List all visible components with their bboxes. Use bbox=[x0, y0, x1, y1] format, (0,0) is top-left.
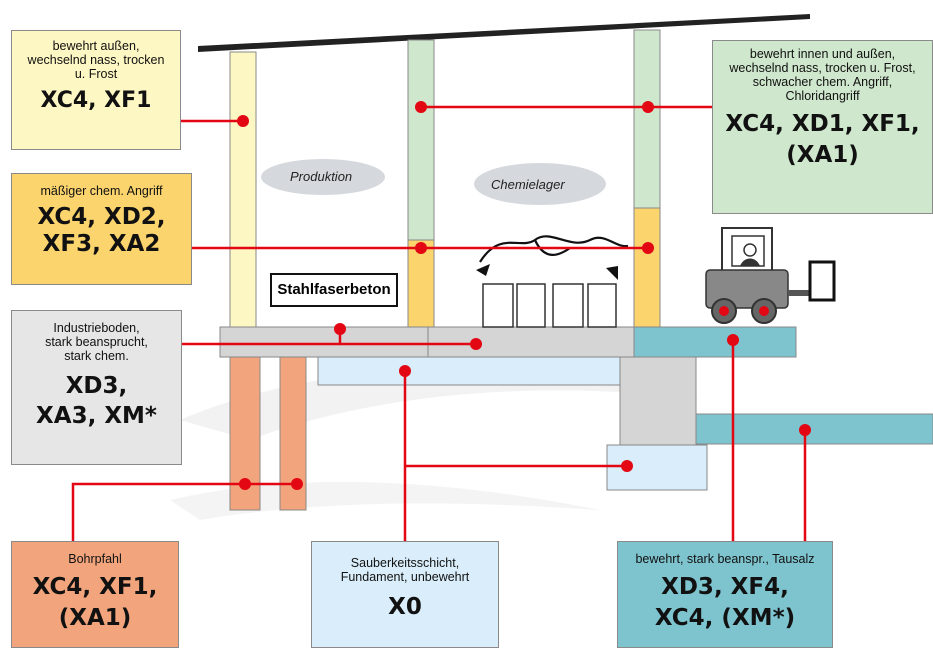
column-right-upper bbox=[633, 29, 661, 209]
forklift-icon bbox=[705, 227, 836, 324]
roof bbox=[198, 14, 810, 52]
box-description: bewehrt, stark beanspr., Tausalz bbox=[635, 552, 815, 566]
column-right-lower bbox=[633, 207, 661, 328]
outdoor-pavement bbox=[695, 413, 933, 445]
column-left bbox=[229, 51, 257, 328]
box-tausalz: bewehrt, stark beanspr., Tausalz XD3, XF… bbox=[617, 541, 833, 648]
box-description: Bohrpfahl bbox=[68, 552, 122, 566]
fume-squiggle bbox=[533, 239, 571, 256]
produktion-label: Produktion bbox=[290, 169, 353, 184]
exposure-classes: XC4, XF1, (XA1) bbox=[32, 574, 158, 631]
barrel bbox=[482, 283, 514, 328]
box-bewehrt-innen-aussen: bewehrt innen und außen, wechselnd nass,… bbox=[712, 40, 933, 214]
box-description: bewehrt innen und außen, wechselnd nass,… bbox=[729, 47, 916, 103]
box-chem-angriff: mäßiger chem. Angriff XC4, XD2, XF3, XA2 bbox=[11, 173, 192, 285]
fume-squiggle bbox=[479, 235, 629, 263]
exposure-classes: XD3, XA3, XM* bbox=[36, 373, 157, 429]
exposure-classes: XC4, XD2, XF3, XA2 bbox=[37, 204, 166, 257]
chemielager-zone bbox=[474, 163, 606, 205]
arrow-head-icon bbox=[476, 264, 490, 276]
produktion-zone bbox=[261, 159, 385, 195]
connector-lines bbox=[71, 105, 807, 541]
stahlfaserbeton-label: Stahlfaserbeton bbox=[270, 273, 398, 307]
outdoor-slab bbox=[633, 326, 797, 358]
exposure-classes: XD3, XF4, XC4, (XM*) bbox=[654, 574, 796, 631]
floor-slab-left bbox=[219, 326, 429, 358]
connector-dots bbox=[237, 101, 811, 490]
box-description: Sauberkeitsschicht, Fundament, unbewehrt bbox=[340, 556, 470, 584]
barrel bbox=[552, 283, 584, 328]
column-middle-upper bbox=[407, 39, 435, 241]
arrow-head-icon bbox=[606, 266, 618, 280]
exposure-classes: XC4, XF1 bbox=[40, 88, 152, 113]
barrel bbox=[516, 283, 546, 328]
exposure-classes: X0 bbox=[388, 594, 422, 620]
box-bewehrt-aussen: bewehrt außen, wechselnd nass, trocken u… bbox=[11, 30, 181, 150]
chemielager-label: Chemielager bbox=[491, 177, 565, 192]
column-middle-lower bbox=[407, 239, 435, 328]
box-description: Industrieboden, stark beansprucht, stark… bbox=[45, 321, 148, 363]
floor-slab-middle bbox=[427, 326, 635, 358]
barrel bbox=[587, 283, 617, 328]
background-swirl bbox=[180, 367, 700, 440]
exposure-classes: XC4, XD1, XF1, (XA1) bbox=[725, 111, 920, 168]
box-description: mäßiger chem. Angriff bbox=[40, 184, 163, 198]
box-bohrpfahl: Bohrpfahl XC4, XF1, (XA1) bbox=[11, 541, 179, 648]
lean-concrete-layer bbox=[317, 356, 621, 386]
background-swirl bbox=[170, 481, 600, 520]
foundation-wall bbox=[619, 356, 697, 446]
box-industrieboden: Industrieboden, stark beansprucht, stark… bbox=[11, 310, 182, 465]
box-sauberkeitsschicht: Sauberkeitsschicht, Fundament, unbewehrt… bbox=[311, 541, 499, 648]
box-description: bewehrt außen, wechselnd nass, trocken u… bbox=[27, 39, 165, 81]
